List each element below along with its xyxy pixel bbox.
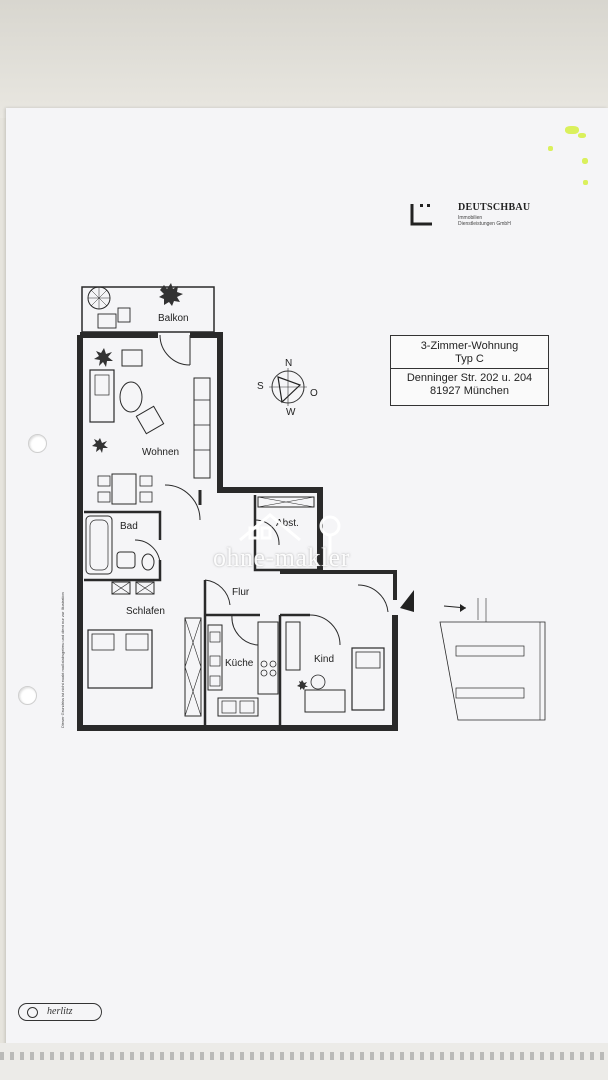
company-sub-line2: Dienstleistungen GmbH	[458, 221, 511, 227]
info-divider	[391, 368, 548, 369]
room-label-wohnen: Wohnen	[142, 447, 179, 458]
outer-wall-bottom	[205, 615, 398, 731]
highlighter-mark	[565, 126, 579, 134]
binder-brand-logo: herlitz	[18, 1003, 102, 1021]
sofa	[89, 369, 115, 423]
site-building-1	[455, 645, 525, 657]
deutschbau-logo-icon	[410, 204, 432, 226]
desk-kind	[304, 689, 346, 713]
highlighter-mark	[583, 180, 588, 185]
balcony-outline	[81, 286, 215, 333]
stove-counter	[257, 621, 279, 695]
nightstand	[135, 581, 155, 595]
punch-hole-bottom	[18, 686, 37, 705]
window-wohnen	[193, 377, 211, 479]
room-label-abst: Abst.	[276, 518, 299, 529]
wardrobe-kind	[285, 621, 301, 671]
site-plan	[439, 621, 546, 721]
compass-east-label: O	[310, 388, 318, 399]
door-balcony	[159, 334, 191, 366]
site-building-2	[455, 687, 525, 699]
binder-brand-text: herlitz	[47, 1006, 73, 1017]
washbasin	[116, 551, 136, 569]
highlighter-mark	[578, 133, 586, 138]
armchair	[121, 349, 143, 367]
shelf-abst	[257, 496, 315, 508]
address-street: Denninger Str. 202 u. 204	[406, 372, 533, 384]
disclaimer-note: Dieser Grundriss ist nicht exakt maßstab…	[60, 592, 65, 728]
company-sub-line1: Immobilien	[458, 215, 483, 221]
sleeve-bottom	[0, 1043, 608, 1080]
armchair	[135, 405, 165, 435]
paper-sheet	[6, 108, 608, 1080]
watermark-text: ohne-makler	[213, 543, 350, 572]
door-entrance	[357, 584, 389, 613]
plant-icon	[94, 348, 113, 367]
kitchen-sink	[217, 697, 259, 717]
coffee-table	[119, 381, 143, 413]
door-schlafen	[204, 579, 231, 606]
door-kind	[309, 614, 341, 646]
entrance-arrow-icon	[400, 590, 414, 612]
bathtub	[85, 515, 113, 575]
highlighter-mark	[548, 146, 553, 151]
punch-hole-top	[28, 434, 47, 453]
compass-icon	[269, 368, 307, 406]
company-name: DEUTSCHBAU	[458, 202, 531, 213]
plant-icon	[297, 680, 308, 690]
background-wall	[0, 0, 608, 118]
kitchen-counter	[207, 624, 223, 691]
apartment-info-box: 3-Zimmer-Wohnung Typ C Denninger Str. 20…	[390, 335, 549, 406]
compass-south-label: S	[257, 381, 264, 392]
wall-bad-bottom	[84, 560, 162, 582]
door-abst	[254, 519, 280, 546]
bed	[87, 629, 153, 689]
bed-kind	[351, 647, 385, 711]
plant-icon	[92, 438, 108, 453]
wardrobe-schlafen	[184, 617, 202, 717]
watermark-house-icon	[239, 513, 341, 560]
room-label-schlafen: Schlafen	[126, 606, 165, 617]
room-label-kueche: Küche	[225, 658, 254, 669]
highlighter-mark	[582, 158, 588, 164]
outer-wall-left	[77, 335, 205, 731]
door-wohnen	[164, 484, 201, 521]
sleeve-perforation	[0, 1052, 608, 1060]
herlitz-circle-icon	[27, 1007, 38, 1018]
nightstand	[111, 581, 131, 595]
room-label-bad: Bad	[120, 521, 138, 532]
plant-icon	[159, 283, 183, 306]
compass-north-label: N	[285, 358, 292, 369]
door-kueche	[231, 614, 259, 646]
wall-bad-top	[84, 510, 162, 540]
room-label-balkon: Balkon	[158, 313, 189, 324]
wall-flur-top	[280, 570, 397, 600]
dining-table	[111, 473, 137, 505]
compass-west-label: W	[286, 407, 296, 418]
company-subtitle: Immobilien Dienstleistungen GmbH	[458, 215, 511, 227]
room-label-kind: Kind	[314, 654, 334, 665]
apartment-variant: Typ C	[455, 353, 484, 365]
room-label-flur: Flur	[232, 587, 250, 598]
site-arrow-icon	[460, 604, 466, 612]
toilet	[141, 553, 155, 571]
outer-wall-top	[80, 332, 323, 570]
door-bad	[134, 539, 161, 566]
address-city: 81927 München	[430, 385, 509, 397]
apartment-type: 3-Zimmer-Wohnung	[420, 340, 519, 352]
